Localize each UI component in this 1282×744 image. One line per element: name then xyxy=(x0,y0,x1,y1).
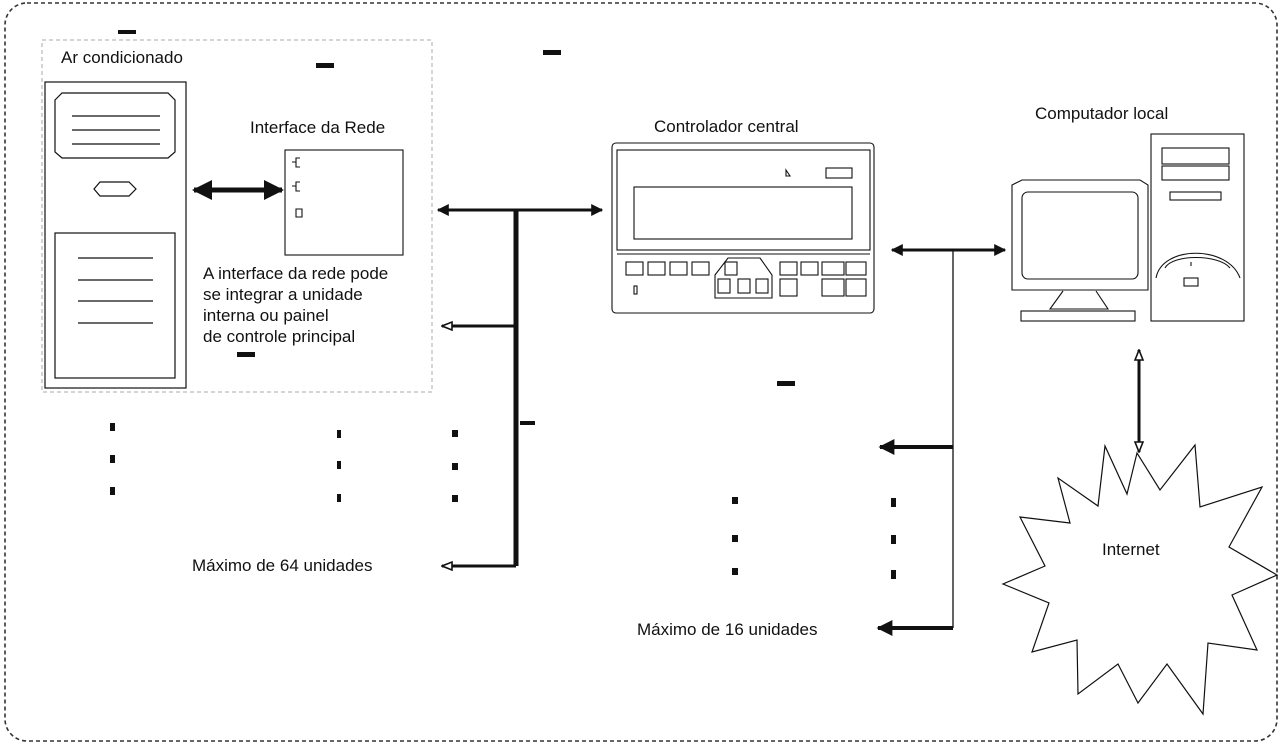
dash-marks xyxy=(118,30,795,425)
note-line: se integrar a unidade xyxy=(203,285,363,304)
air-conditioner-indoor-unit-icon xyxy=(44,81,187,389)
note-line: de controle principal xyxy=(203,327,356,346)
local-computer-label: Computador local xyxy=(1035,104,1169,123)
bus-16-units xyxy=(876,244,1007,636)
max-64-units-label: Máximo de 64 unidades xyxy=(192,556,373,575)
central-controller-label: Controlador central xyxy=(654,117,799,136)
ellipsis-dots xyxy=(110,423,896,579)
starburst-internet-icon xyxy=(1001,443,1279,716)
bus-64-units xyxy=(436,204,604,566)
network-interface-board-icon xyxy=(284,149,404,256)
central-controller-panel-icon xyxy=(611,142,875,314)
note-line: interna ou painel xyxy=(203,306,329,325)
desktop-computer-icon xyxy=(1011,133,1245,322)
network-interface-label: Interface da Rede xyxy=(250,118,386,137)
integration-note: A interface da rede pode se integrar a u… xyxy=(203,263,388,347)
note-line: A interface da rede pode xyxy=(203,264,389,283)
max-16-units-label: Máximo de 16 unidades xyxy=(637,620,818,639)
outer-dashed-border xyxy=(4,2,1278,742)
ac-label: Ar condicionado xyxy=(61,48,183,67)
internet-label: Internet xyxy=(1102,540,1160,559)
